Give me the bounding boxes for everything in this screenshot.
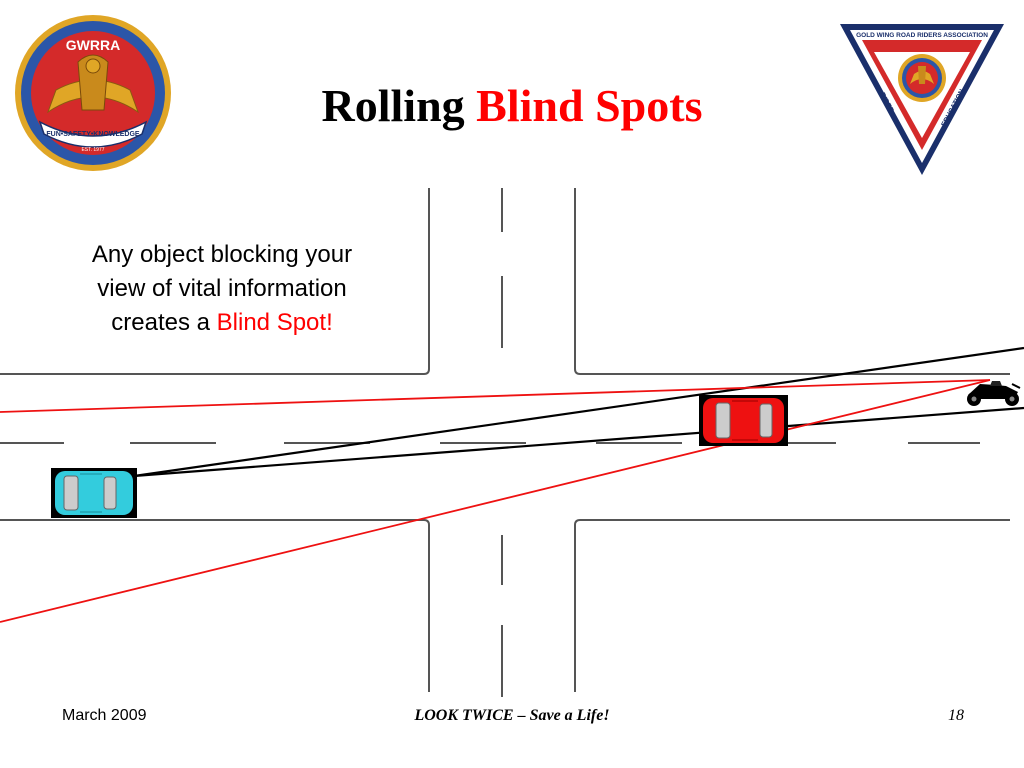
title-part-2: Blind Spots bbox=[476, 80, 703, 131]
red-blind-spot-lines bbox=[0, 379, 991, 623]
body-line-2: view of vital information bbox=[97, 275, 347, 302]
red-car bbox=[699, 395, 788, 446]
title-part-1: Rolling bbox=[321, 80, 465, 131]
footer-date: March 2009 bbox=[62, 707, 147, 724]
logo-left-est: EST. 1977 bbox=[81, 147, 104, 153]
curb-top-left bbox=[0, 188, 430, 375]
slide-title: Rolling Blind Spots bbox=[0, 78, 1024, 134]
motorcycle bbox=[967, 381, 1021, 406]
footer-slogan: LOOK TWICE – Save a Life! bbox=[414, 707, 610, 724]
body-text: Any object blocking your view of vital i… bbox=[52, 238, 392, 340]
blue-car bbox=[51, 468, 137, 518]
rider-education-logo-right: GOLD WING ROAD RIDERS ASSOCIATION RIDER … bbox=[840, 24, 1004, 175]
body-line-1: Any object blocking your bbox=[91, 241, 353, 268]
black-sight-lines bbox=[133, 346, 1024, 478]
body-line-3: creates a Blind Spot! bbox=[52, 306, 392, 340]
footer-page-number: 18 bbox=[948, 707, 964, 724]
road-curbs bbox=[0, 188, 1010, 692]
logo-left-ribbon: FUN•SAFETY•KNOWLEDGE bbox=[46, 131, 140, 138]
body-line-3-prefix: creates a bbox=[111, 309, 217, 336]
body-line-3-highlight: Blind Spot! bbox=[216, 309, 333, 336]
gwrra-logo-left: GWRRA FUN•SAFETY•KNOWLEDGE EST. 1977 bbox=[15, 15, 171, 171]
curb-bottom-left bbox=[0, 519, 430, 692]
logo-right-top-text: GOLD WING ROAD RIDERS ASSOCIATION bbox=[856, 32, 988, 39]
curb-top-right bbox=[574, 188, 1010, 375]
logo-left-text: GWRRA bbox=[66, 37, 120, 53]
curb-bottom-right bbox=[574, 519, 1010, 692]
